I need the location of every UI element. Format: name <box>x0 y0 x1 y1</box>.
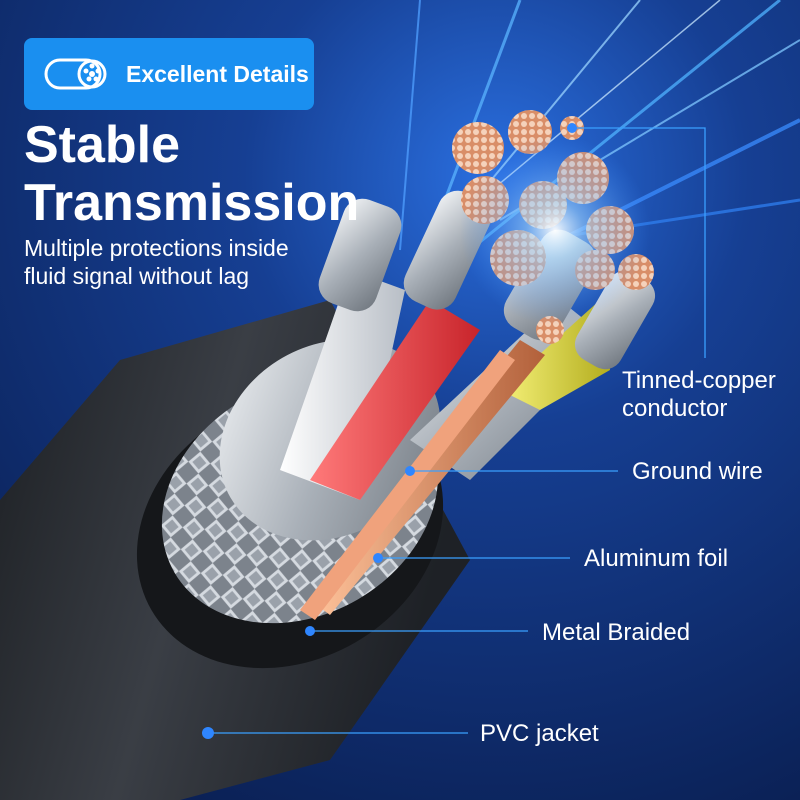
badge-label: Excellent Details <box>126 60 309 87</box>
callout-conductor-line-2: conductor <box>622 395 728 422</box>
excellent-details-badge: Excellent Details <box>24 38 314 110</box>
light-glow <box>460 135 650 325</box>
callout-tinned-copper-conductor: Tinned-copper conductor <box>622 367 776 423</box>
callout-ground-wire: Ground wire <box>632 458 763 485</box>
callout-metal-braided: Metal Braided <box>542 619 691 646</box>
headline-line-2: Transmission <box>24 174 360 232</box>
callout-pvc-jacket: PVC jacket <box>480 720 599 747</box>
leader-lines <box>208 127 706 734</box>
headline: Stable Transmission <box>24 116 359 232</box>
headline-line-1: Stable <box>24 116 181 174</box>
subheading-line-1: Multiple protections inside <box>24 235 289 261</box>
callout-conductor-line-1: Tinned-copper <box>622 367 776 394</box>
inner-wires <box>280 270 610 620</box>
callout-aluminum-foil: Aluminum foil <box>584 545 729 572</box>
subheading-line-2: fluid signal without lag <box>24 263 250 289</box>
leader-dots <box>202 123 577 739</box>
cable-cross-section-icon <box>44 58 107 90</box>
subheading: Multiple protections inside fluid signal… <box>24 234 354 290</box>
